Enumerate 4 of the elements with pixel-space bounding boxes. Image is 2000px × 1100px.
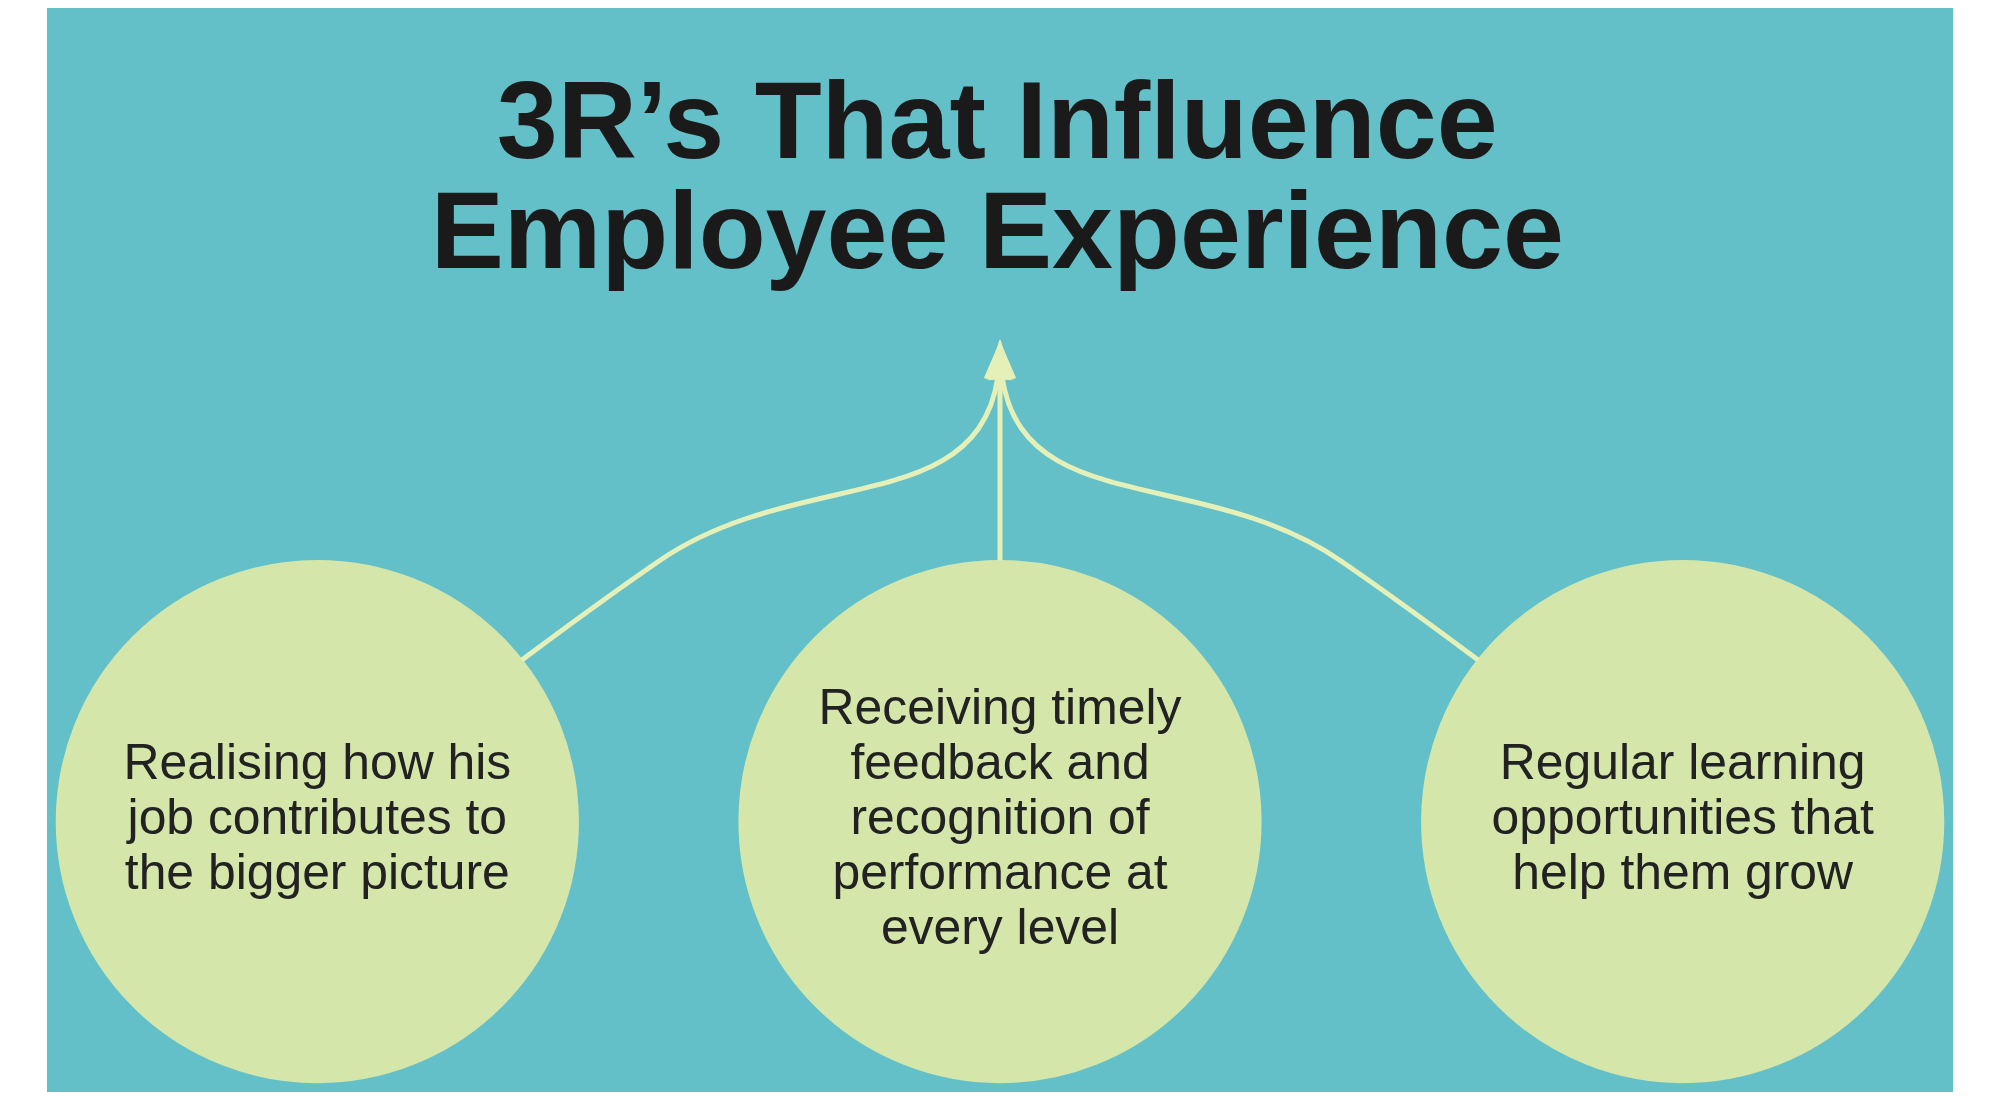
node-text: 3R’s That Influence Employee Experience xyxy=(430,59,1564,291)
node-circle: Realising how his job contributes to the bigger picture xyxy=(55,559,579,1084)
node-circle: Regular learning opportunities that help them grow xyxy=(1421,559,1945,1084)
node-circle: Receiving timely feedback and recognition of performance at every level xyxy=(738,559,1262,1084)
